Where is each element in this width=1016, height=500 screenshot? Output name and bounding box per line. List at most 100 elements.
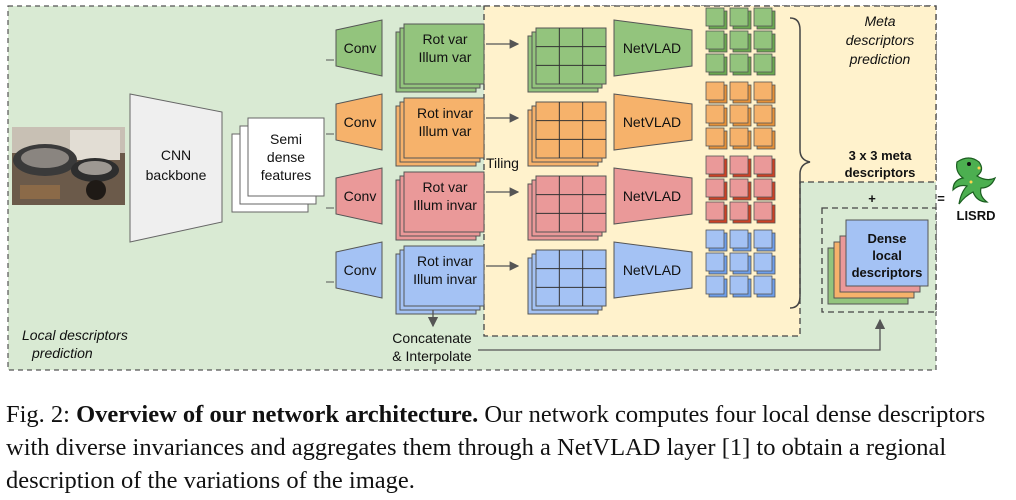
local-region-label-1: Local descriptors — [22, 327, 128, 343]
meta-cell — [753, 81, 773, 101]
conv-label: Conv — [344, 40, 377, 56]
lisrd-label: LISRD — [957, 208, 996, 223]
input-image — [12, 127, 125, 205]
netvlad-block — [613, 93, 693, 151]
feature-map — [403, 97, 485, 159]
meta-cell — [705, 30, 725, 50]
conv-label: Conv — [344, 188, 377, 204]
meta-cell — [753, 178, 773, 198]
figure-caption: Fig. 2: Overview of our network architec… — [6, 398, 1012, 497]
plus-sign: + — [868, 191, 876, 206]
concat-label-1: Concatenate — [392, 330, 472, 346]
netvlad-block — [613, 19, 693, 77]
meta-region-label-2: descriptors — [846, 32, 914, 48]
meta-cell — [729, 53, 749, 73]
semi-dense-label-1: Semi — [270, 131, 302, 147]
dense-descriptors-stack — [827, 219, 929, 305]
meta-cell — [753, 275, 773, 295]
meta-cell — [705, 81, 725, 101]
meta-cell — [753, 104, 773, 124]
meta-cell — [729, 178, 749, 198]
meta-cell — [753, 252, 773, 272]
meta-cell — [705, 201, 725, 221]
meta-region-label-3: prediction — [849, 51, 911, 67]
meta-cell — [729, 229, 749, 249]
meta-cell — [729, 104, 749, 124]
meta-cell — [729, 30, 749, 50]
feature-label: Illum invar — [413, 197, 477, 213]
tiling-label: Tiling — [486, 155, 519, 171]
caption-body: Our network computes four local dense de… — [6, 401, 986, 494]
lizard-logo-icon — [952, 157, 997, 205]
meta-cell — [753, 7, 773, 27]
meta-grid-label-1: 3 x 3 meta — [849, 148, 913, 163]
feature-label: Illum var — [419, 49, 472, 65]
caption-prefix: Fig. 2: — [6, 401, 77, 428]
tiled-map — [535, 101, 607, 159]
meta-cell — [729, 155, 749, 175]
cnn-backbone — [129, 93, 223, 243]
feature-map — [403, 171, 485, 233]
dense-label-2: local — [872, 248, 902, 263]
conv-block — [335, 19, 383, 77]
cnn-label-1: CNN — [161, 147, 191, 163]
meta-cell — [729, 81, 749, 101]
feature-label: Rot invar — [417, 105, 473, 121]
conv-label: Conv — [344, 114, 377, 130]
meta-cell — [753, 155, 773, 175]
meta-grid-label-2: descriptors — [845, 165, 916, 180]
meta-cell — [705, 275, 725, 295]
meta-cell — [705, 252, 725, 272]
to-dense-arrow — [478, 318, 886, 351]
feature-label: Illum invar — [413, 271, 477, 287]
cnn-label-2: backbone — [146, 167, 207, 183]
semi-dense-features — [231, 117, 325, 213]
concat-label-2: & Interpolate — [392, 348, 472, 364]
tiled-map — [535, 175, 607, 233]
conv-block — [335, 241, 383, 299]
caption-title: Overview of our network architecture. — [76, 401, 479, 428]
dense-label-1: Dense — [867, 231, 906, 246]
meta-cell — [705, 53, 725, 73]
feature-map — [403, 245, 485, 307]
meta-cell — [729, 252, 749, 272]
equals-sign: = — [937, 191, 945, 206]
local-region-label-2: prediction — [31, 345, 93, 361]
semi-dense-label-2: dense — [267, 149, 305, 165]
meta-brace — [789, 17, 811, 309]
meta-cell — [705, 178, 725, 198]
meta-cell — [753, 229, 773, 249]
meta-cell — [729, 7, 749, 27]
tiled-map — [535, 249, 607, 307]
netvlad-block — [613, 167, 693, 225]
meta-cell — [729, 127, 749, 147]
netvlad-block — [613, 241, 693, 299]
meta-cell — [705, 127, 725, 147]
meta-cell — [753, 201, 773, 221]
meta-cell — [705, 229, 725, 249]
meta-cell — [729, 275, 749, 295]
meta-cell — [705, 104, 725, 124]
meta-cell — [753, 53, 773, 73]
meta-region-label-1: Meta — [864, 13, 895, 29]
feature-map — [403, 23, 485, 85]
dense-label-3: descriptors — [852, 265, 923, 280]
meta-cell — [729, 201, 749, 221]
meta-cell — [705, 7, 725, 27]
architecture-diagram: Local descriptors prediction Meta descri… — [7, 5, 997, 371]
feature-label: Rot var — [422, 179, 467, 195]
feature-label: Rot invar — [417, 253, 473, 269]
feature-label: Rot var — [422, 31, 467, 47]
netvlad-label: NetVLAD — [623, 114, 681, 130]
meta-cell — [753, 30, 773, 50]
tiled-map — [535, 27, 607, 85]
netvlad-label: NetVLAD — [623, 40, 681, 56]
netvlad-label: NetVLAD — [623, 188, 681, 204]
meta-cell — [705, 155, 725, 175]
conv-label: Conv — [344, 262, 377, 278]
meta-cell — [753, 127, 773, 147]
feature-label: Illum var — [419, 123, 472, 139]
netvlad-label: NetVLAD — [623, 262, 681, 278]
conv-block — [335, 167, 383, 225]
